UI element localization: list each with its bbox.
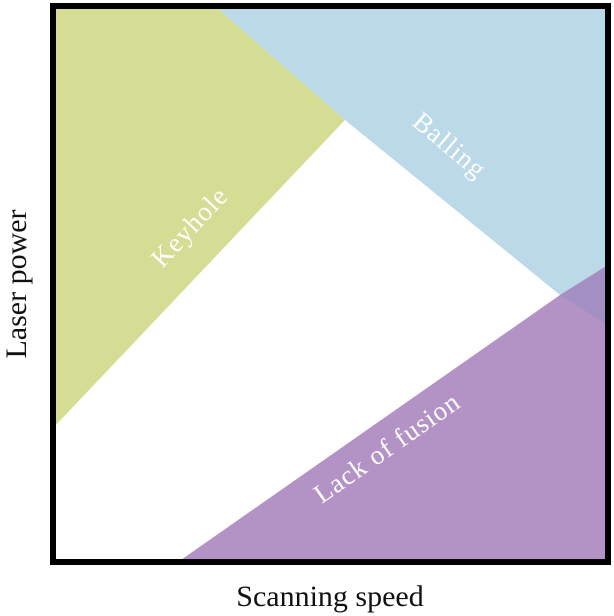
x-axis-label: Scanning speed xyxy=(236,580,423,613)
lack-of-fusion-region xyxy=(178,265,608,562)
keyhole-region xyxy=(53,6,345,428)
plot-frame xyxy=(50,3,611,565)
balling-region xyxy=(215,6,608,295)
balling-lack-of-fusion-overlap xyxy=(560,265,608,325)
y-axis-label: Laser power xyxy=(0,209,33,358)
